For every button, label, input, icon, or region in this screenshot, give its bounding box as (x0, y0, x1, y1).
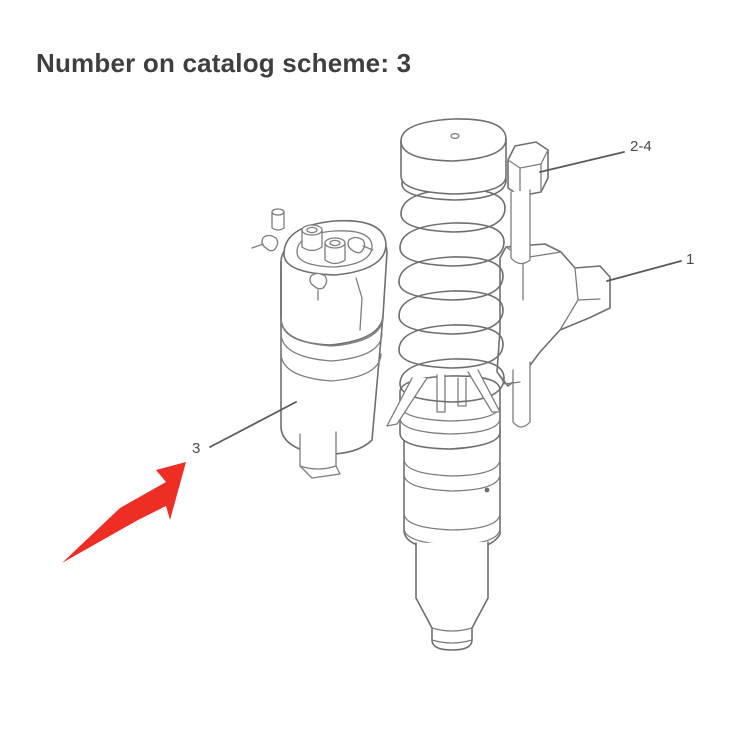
link-arms (386, 369, 501, 427)
callout-1: 1 (606, 251, 694, 282)
top-cap (400, 118, 507, 195)
fitting-hex-boss (507, 141, 549, 265)
callout-3-label: 3 (192, 440, 200, 457)
callout-1-label: 1 (686, 251, 694, 268)
terminal-posts (271, 208, 346, 265)
plunger-collar (399, 374, 501, 450)
mounting-bracket (496, 243, 611, 428)
callout-2-4: 2-4 (539, 138, 652, 173)
red-arrow-shape (62, 462, 186, 563)
nozzle-tip (415, 541, 489, 651)
callout-1-leader (606, 260, 682, 282)
callout-2-4-label: 2-4 (630, 138, 652, 155)
injector-main-assembly (386, 118, 611, 651)
return-spring (398, 160, 507, 403)
solenoid-actuator-part-3 (251, 208, 388, 479)
callout-3: 3 (192, 401, 297, 457)
callout-2-4-leader (539, 151, 625, 173)
mounting-lugs (251, 234, 374, 301)
callout-3-leader (209, 401, 297, 448)
callouts: 2-4 1 3 (192, 138, 694, 457)
page-title: Number on catalog scheme: 3 (36, 48, 412, 78)
red-pointer-arrow (62, 462, 186, 563)
